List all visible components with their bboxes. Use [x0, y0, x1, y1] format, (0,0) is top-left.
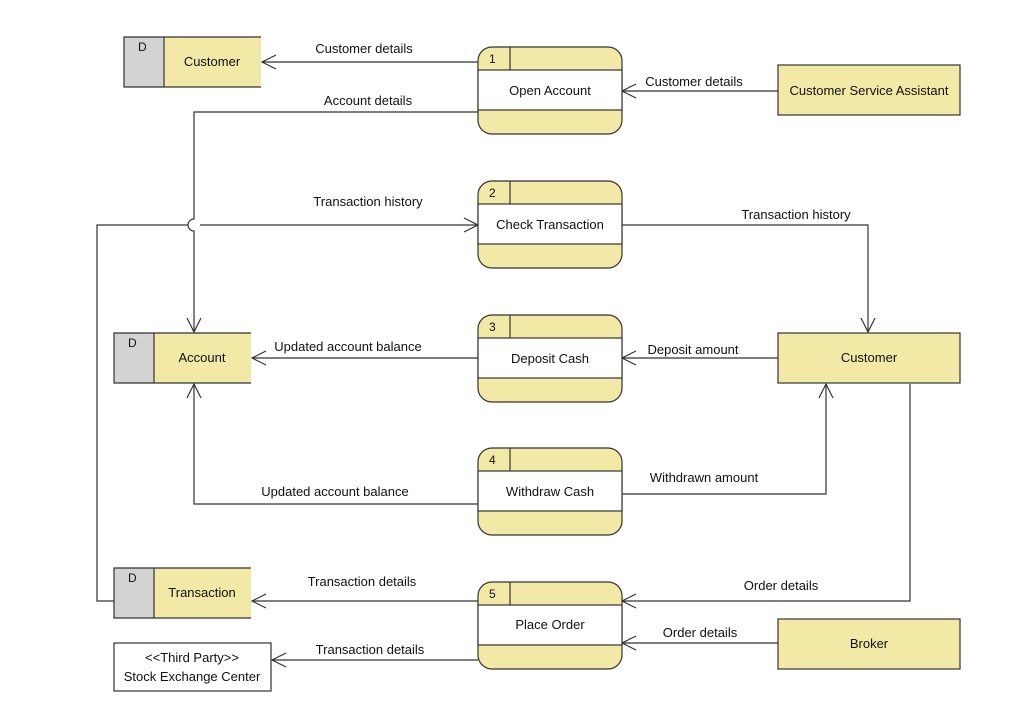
flow-label: Customer details	[315, 41, 413, 56]
flow-label: Updated account balance	[274, 339, 421, 354]
flow-label: Transaction history	[313, 194, 423, 209]
process-withdraw-cash[interactable]: 4 Withdraw Cash	[477, 447, 623, 536]
flow-label: Deposit amount	[647, 342, 738, 357]
flow-label: Order details	[744, 578, 819, 593]
flow-label: Transaction details	[308, 574, 417, 589]
entity-stereotype: <<Third Party>>	[145, 650, 239, 665]
process-open-account[interactable]: 1 Open Account	[477, 46, 623, 135]
flow-line-updated-balance-withdraw[interactable]	[193, 384, 478, 505]
process-number: 1	[489, 52, 496, 66]
process-label: Open Account	[509, 83, 591, 98]
data-store-account[interactable]: D Account	[113, 332, 251, 384]
process-label: Check Transaction	[496, 217, 604, 232]
store-id: D	[138, 40, 147, 54]
flow-line-order-details-customer[interactable]	[622, 384, 911, 602]
process-label: Deposit Cash	[511, 351, 589, 366]
arrowhead	[818, 382, 834, 399]
entity-label: Customer	[841, 350, 898, 365]
process-place-order[interactable]: 5 Place Order	[477, 581, 623, 670]
store-id: D	[128, 571, 137, 585]
process-check-transaction[interactable]: 2 Check Transaction	[477, 180, 623, 269]
flow-label: Transaction history	[741, 207, 851, 222]
arrowhead	[250, 350, 267, 366]
arrowhead	[260, 54, 277, 70]
flow-line-withdrawn-amount[interactable]	[622, 384, 827, 495]
store-id: D	[128, 336, 137, 350]
flow-label: Withdrawn amount	[650, 470, 759, 485]
process-label: Place Order	[515, 617, 585, 632]
store-label: Transaction	[168, 585, 235, 600]
process-number: 5	[489, 587, 496, 601]
entity-customer-service-assistant[interactable]: Customer Service Assistant	[777, 64, 961, 116]
entity-customer[interactable]: Customer	[777, 332, 961, 384]
flow-label: Account details	[324, 93, 413, 108]
entity-label: Stock Exchange Center	[124, 669, 261, 684]
process-number: 2	[489, 186, 496, 200]
flow-line-account-details[interactable]	[187, 111, 478, 332]
arrowhead	[250, 593, 267, 609]
flow-labels: Customer details Customer details Accoun…	[261, 41, 851, 657]
flow-label: Transaction details	[316, 642, 425, 657]
arrowhead	[186, 382, 202, 399]
flow-label: Updated account balance	[261, 484, 408, 499]
flow-label: Customer details	[645, 74, 743, 89]
entity-stock-exchange-center[interactable]: <<Third Party>> Stock Exchange Center	[113, 642, 272, 692]
data-store-transaction[interactable]: D Transaction	[113, 567, 251, 619]
process-deposit-cash[interactable]: 3 Deposit Cash	[477, 314, 623, 403]
store-label: Account	[179, 350, 226, 365]
process-number: 3	[489, 320, 496, 334]
flow-line-transaction-history-out[interactable]	[622, 224, 869, 332]
arrowhead	[270, 652, 287, 668]
flow-line-transaction-history-in[interactable]	[96, 224, 478, 602]
arrowhead	[860, 317, 876, 334]
process-number: 4	[489, 453, 496, 467]
data-store-customer[interactable]: D Customer	[123, 36, 261, 88]
flow-label: Order details	[663, 625, 738, 640]
flow-lines	[96, 54, 911, 668]
entity-label: Customer Service Assistant	[790, 83, 949, 98]
arrowhead	[186, 317, 202, 334]
entity-broker[interactable]: Broker	[777, 618, 961, 670]
store-label: Customer	[184, 54, 241, 69]
process-label: Withdraw Cash	[506, 484, 594, 499]
entity-label: Broker	[850, 636, 889, 651]
